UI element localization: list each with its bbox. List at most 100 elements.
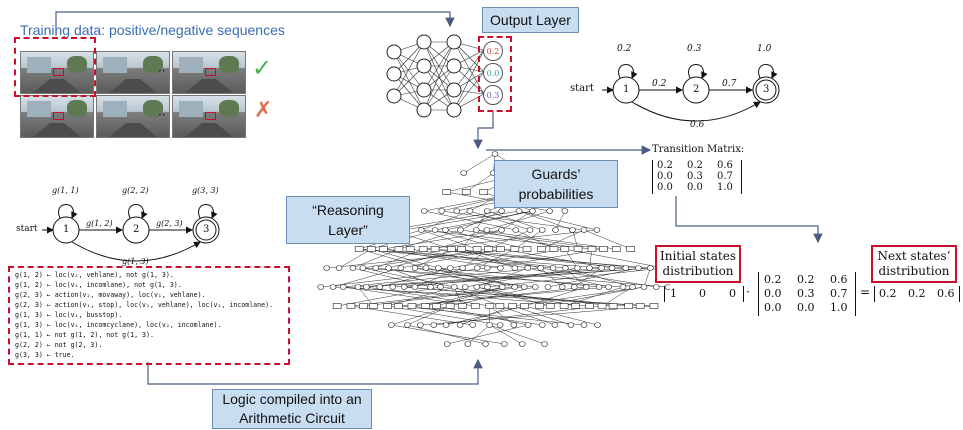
circuit-node — [411, 265, 419, 271]
circuit-node — [498, 284, 506, 290]
circuit-node — [458, 303, 467, 309]
initial-vector: 1 0 0 — [664, 286, 744, 302]
circuit-node — [561, 265, 569, 271]
circuit-node — [404, 322, 411, 328]
circuit-node — [587, 246, 597, 252]
circuit-node — [537, 246, 546, 252]
edge-label: g(1, 2) — [86, 219, 113, 228]
edge-label: g(1, 3) — [122, 257, 149, 266]
matrix-cell: 0.7 — [717, 171, 733, 182]
training-frame — [96, 51, 170, 94]
state-node-label: 2 — [693, 84, 700, 95]
circuit-node — [552, 227, 559, 233]
matrix-cell: 0.3 — [687, 171, 703, 182]
self-loop-label: g(2, 2) — [122, 186, 149, 195]
circuit-node — [529, 208, 536, 214]
circuit-node — [417, 322, 424, 328]
vector-entry: 1 — [670, 287, 677, 300]
circuit-node — [486, 322, 493, 328]
rule-line: g(3, 3) ← true. — [15, 351, 75, 359]
circuit-node — [593, 227, 601, 233]
circuit-node — [394, 303, 403, 309]
output-node: 0.0 — [483, 63, 503, 83]
start-label: start — [570, 83, 594, 94]
circuit-node — [611, 246, 621, 252]
circuit-node — [354, 284, 362, 290]
self-loop-label: g(3, 3) — [192, 186, 219, 195]
circuit-node — [484, 284, 491, 290]
circuit-node — [479, 189, 489, 195]
circuit-node — [335, 265, 343, 271]
next-states-label: Next states’ distribution — [871, 245, 957, 283]
rule-line: g(1, 1) ← not g(1, 2), not g(1, 3). — [15, 331, 154, 339]
negative-cross-icon: ✗ — [254, 98, 273, 123]
circuit-node — [518, 341, 526, 347]
logic-compiled-label: Logic compiled into an Arithmetic Circui… — [212, 389, 372, 429]
circuit-node — [397, 265, 405, 271]
circuit-node — [510, 246, 520, 252]
circuit-node — [559, 303, 569, 309]
rule-line: g(2, 2) ← not g(2, 3). — [15, 341, 103, 349]
neural-network — [386, 34, 485, 118]
circuit-node — [466, 208, 474, 214]
circuit-node — [460, 170, 468, 176]
circuit-node — [598, 265, 605, 271]
circuit-node — [635, 303, 645, 309]
circuit-node — [435, 265, 442, 271]
vector-entry: 0.2 — [908, 287, 926, 300]
circuit-node — [446, 265, 454, 271]
matrix-cell: 0.0 — [687, 182, 703, 193]
self-loop-label: 0.3 — [687, 44, 702, 54]
circuit-node — [664, 284, 670, 290]
circuit-node — [522, 246, 532, 252]
circuit-node — [605, 284, 612, 290]
circuit-node — [549, 246, 559, 252]
circuit-node — [430, 246, 440, 252]
circuit-node — [385, 265, 392, 271]
state-node-label: 1 — [63, 224, 70, 235]
circuit-node — [349, 265, 357, 271]
circuit-node — [363, 284, 370, 290]
circuit-node — [491, 151, 499, 157]
circuit-node — [372, 265, 380, 271]
self-loop-label: 0.2 — [617, 44, 632, 54]
reasoning-label-line1: “Reasoning — [312, 201, 384, 218]
state-node-label: 1 — [623, 84, 630, 95]
circuit-node — [483, 227, 491, 233]
matrix-cell: 0.7 — [830, 287, 848, 300]
circuit-node — [359, 303, 368, 309]
output-layer-label: Output Layer — [482, 7, 579, 33]
circuit-node — [594, 322, 601, 328]
initial-states-label: Initial states distribution — [655, 245, 741, 283]
circuit-node — [544, 284, 552, 290]
circuit-node — [647, 265, 654, 271]
circuit-node — [524, 322, 532, 328]
circuit-node — [456, 322, 464, 328]
circuit-node — [354, 246, 364, 252]
circuit-node — [569, 227, 576, 233]
transition-matrix: 0.2 0.2 0.6 0.0 0.3 0.7 0.0 0.0 1.0 — [652, 160, 742, 194]
matrix-cell: 0.6 — [830, 273, 848, 286]
circuit-node — [570, 284, 578, 290]
circuit-node — [472, 246, 482, 252]
circuit-node — [619, 284, 627, 290]
circuit-node — [473, 265, 481, 271]
equals-sign: = — [860, 285, 871, 299]
circuit-node — [551, 322, 559, 328]
circuit-node — [329, 284, 337, 290]
circuit-node — [418, 246, 428, 252]
circuit-node — [608, 303, 618, 309]
circuit-node — [442, 189, 452, 195]
circuit-node — [483, 208, 491, 214]
positive-check-icon: ✓ — [252, 54, 273, 82]
circuit-node — [332, 303, 342, 309]
circuit-node — [520, 284, 528, 290]
circuit-node — [461, 189, 471, 195]
circuit-node — [526, 227, 534, 233]
circuit-node — [473, 284, 481, 290]
circuit-node — [464, 341, 472, 347]
circuit-node — [640, 284, 648, 290]
output-node: 0.3 — [483, 85, 503, 105]
circuit-node — [484, 246, 493, 252]
circuit-node — [339, 284, 347, 290]
